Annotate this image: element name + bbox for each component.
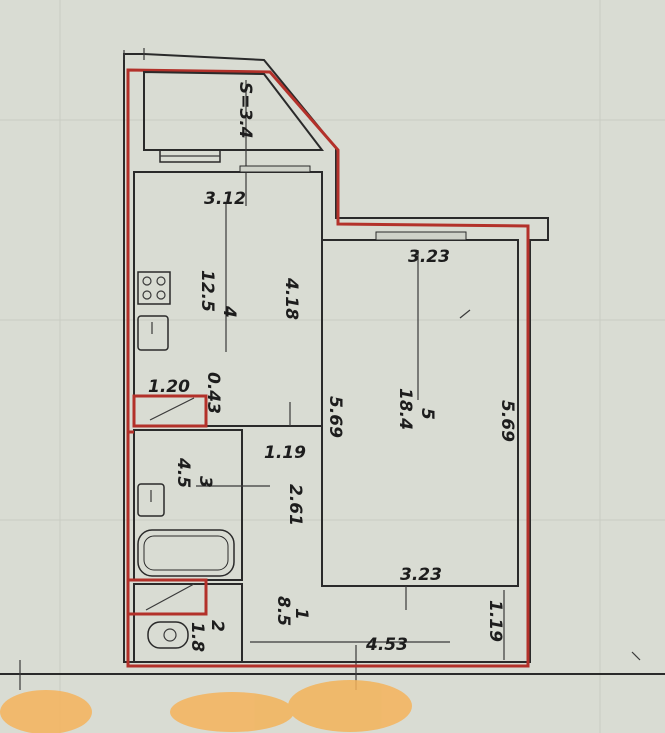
kitchen-length-label: 4.18 bbox=[281, 277, 301, 320]
living-length-right-label: 5.69 bbox=[497, 400, 517, 442]
redaction-marks bbox=[0, 680, 412, 733]
outer-wall bbox=[123, 53, 549, 663]
right-edge-mark bbox=[631, 651, 641, 661]
living-width-top-label: 3.23 bbox=[408, 247, 450, 267]
hall-width-label: 1.19 bbox=[485, 600, 505, 642]
hall-area-label: 8.5 bbox=[273, 596, 293, 626]
balcony-area-label: S=3.4 bbox=[235, 82, 255, 139]
pencil-mark bbox=[459, 309, 471, 319]
corridor-depth-label: 0.43 bbox=[203, 372, 223, 414]
bathroom-width-label: 1.19 bbox=[264, 443, 306, 463]
living-length-left-label: 5.69 bbox=[325, 396, 345, 438]
bathroom-length-label: 2.61 bbox=[285, 484, 305, 526]
bathroom-outline bbox=[133, 429, 243, 581]
living-area-label: 18.4 bbox=[395, 388, 415, 430]
bathroom-number-label: 3 bbox=[195, 476, 215, 488]
living-number-label: 5 bbox=[417, 408, 437, 420]
toilet-icon bbox=[147, 621, 189, 649]
hall-number-label: 1 bbox=[291, 608, 311, 620]
kitchen-area-label: 12.5 bbox=[197, 270, 217, 312]
living-room-window bbox=[375, 231, 467, 241]
highlight-outline bbox=[126, 68, 530, 668]
kitchen-sink-icon bbox=[137, 315, 169, 351]
bathroom-area-label: 4.5 bbox=[173, 457, 193, 488]
living-width-bottom-label: 3.23 bbox=[400, 565, 442, 585]
kitchen-number-label: 4 bbox=[219, 305, 239, 318]
bathtub-icon bbox=[137, 529, 235, 577]
niche-bottom bbox=[126, 578, 208, 616]
toilet-number-label: 2 bbox=[207, 620, 227, 632]
toilet-area-label: 1.8 bbox=[187, 622, 207, 652]
balcony-window bbox=[159, 149, 221, 163]
bath-sink-icon bbox=[137, 483, 165, 517]
hall-length-label: 4.53 bbox=[365, 635, 408, 655]
balcony-outline bbox=[143, 70, 325, 151]
corridor-width-label: 1.20 bbox=[148, 377, 190, 397]
niche-top bbox=[132, 394, 208, 428]
kitchen-width-label: 3.12 bbox=[204, 189, 246, 209]
stove-icon bbox=[137, 271, 171, 305]
kitchen-window bbox=[239, 165, 311, 173]
